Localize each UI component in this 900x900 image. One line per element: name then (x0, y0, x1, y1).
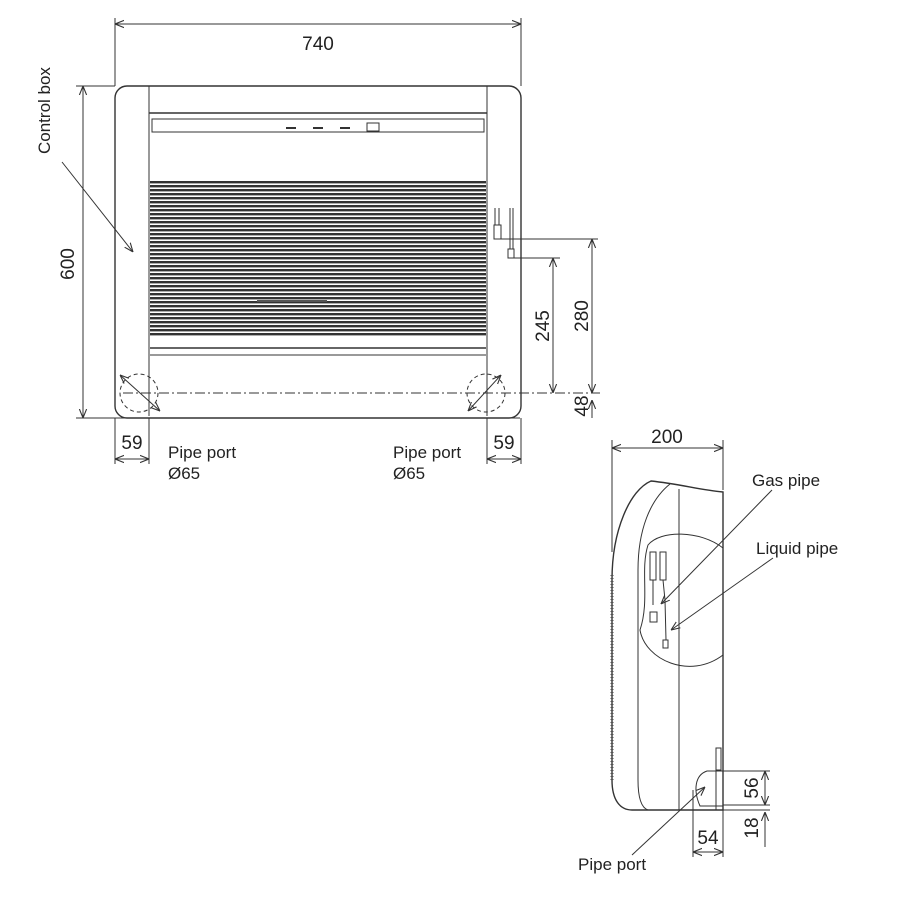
height-dimension: 600 (58, 248, 79, 280)
side-pipe-port-label: Pipe port (578, 855, 646, 874)
control-box-label: Control box (35, 67, 54, 154)
dimension-48: 48 (572, 395, 593, 416)
air-grille (150, 181, 486, 337)
side-view: 200 Gas pipe Liquid pipe 56 18 54 Pipe p… (578, 427, 838, 874)
dimension-18: 18 (742, 817, 763, 838)
right-pipe-port-label: Pipe port (393, 443, 461, 462)
receiver-window (366, 122, 380, 132)
left-pipe-port-label: Pipe port (168, 443, 236, 462)
dimension-54: 54 (697, 828, 719, 849)
dimension-245: 245 (533, 310, 554, 342)
control-strip (151, 118, 485, 133)
right-pipe-port-diameter: Ø65 (393, 464, 425, 483)
right-offset-dimension: 59 (493, 433, 514, 454)
depth-dimension: 200 (651, 427, 683, 448)
dimension-280: 280 (572, 300, 593, 332)
pipe-connectors (493, 208, 515, 259)
left-pipe-port-diameter: Ø65 (168, 464, 200, 483)
gas-pipe-label: Gas pipe (752, 471, 820, 490)
width-dimension: 740 (302, 34, 334, 55)
pipe-port-bracket (695, 770, 723, 807)
liquid-pipe-label: Liquid pipe (756, 539, 838, 558)
dimension-56: 56 (742, 777, 763, 798)
front-view: 740 600 Control box 245 280 48 59 59 Pip… (35, 18, 600, 483)
left-offset-dimension: 59 (121, 433, 142, 454)
side-outline (611, 480, 724, 811)
cutaway (639, 533, 724, 667)
